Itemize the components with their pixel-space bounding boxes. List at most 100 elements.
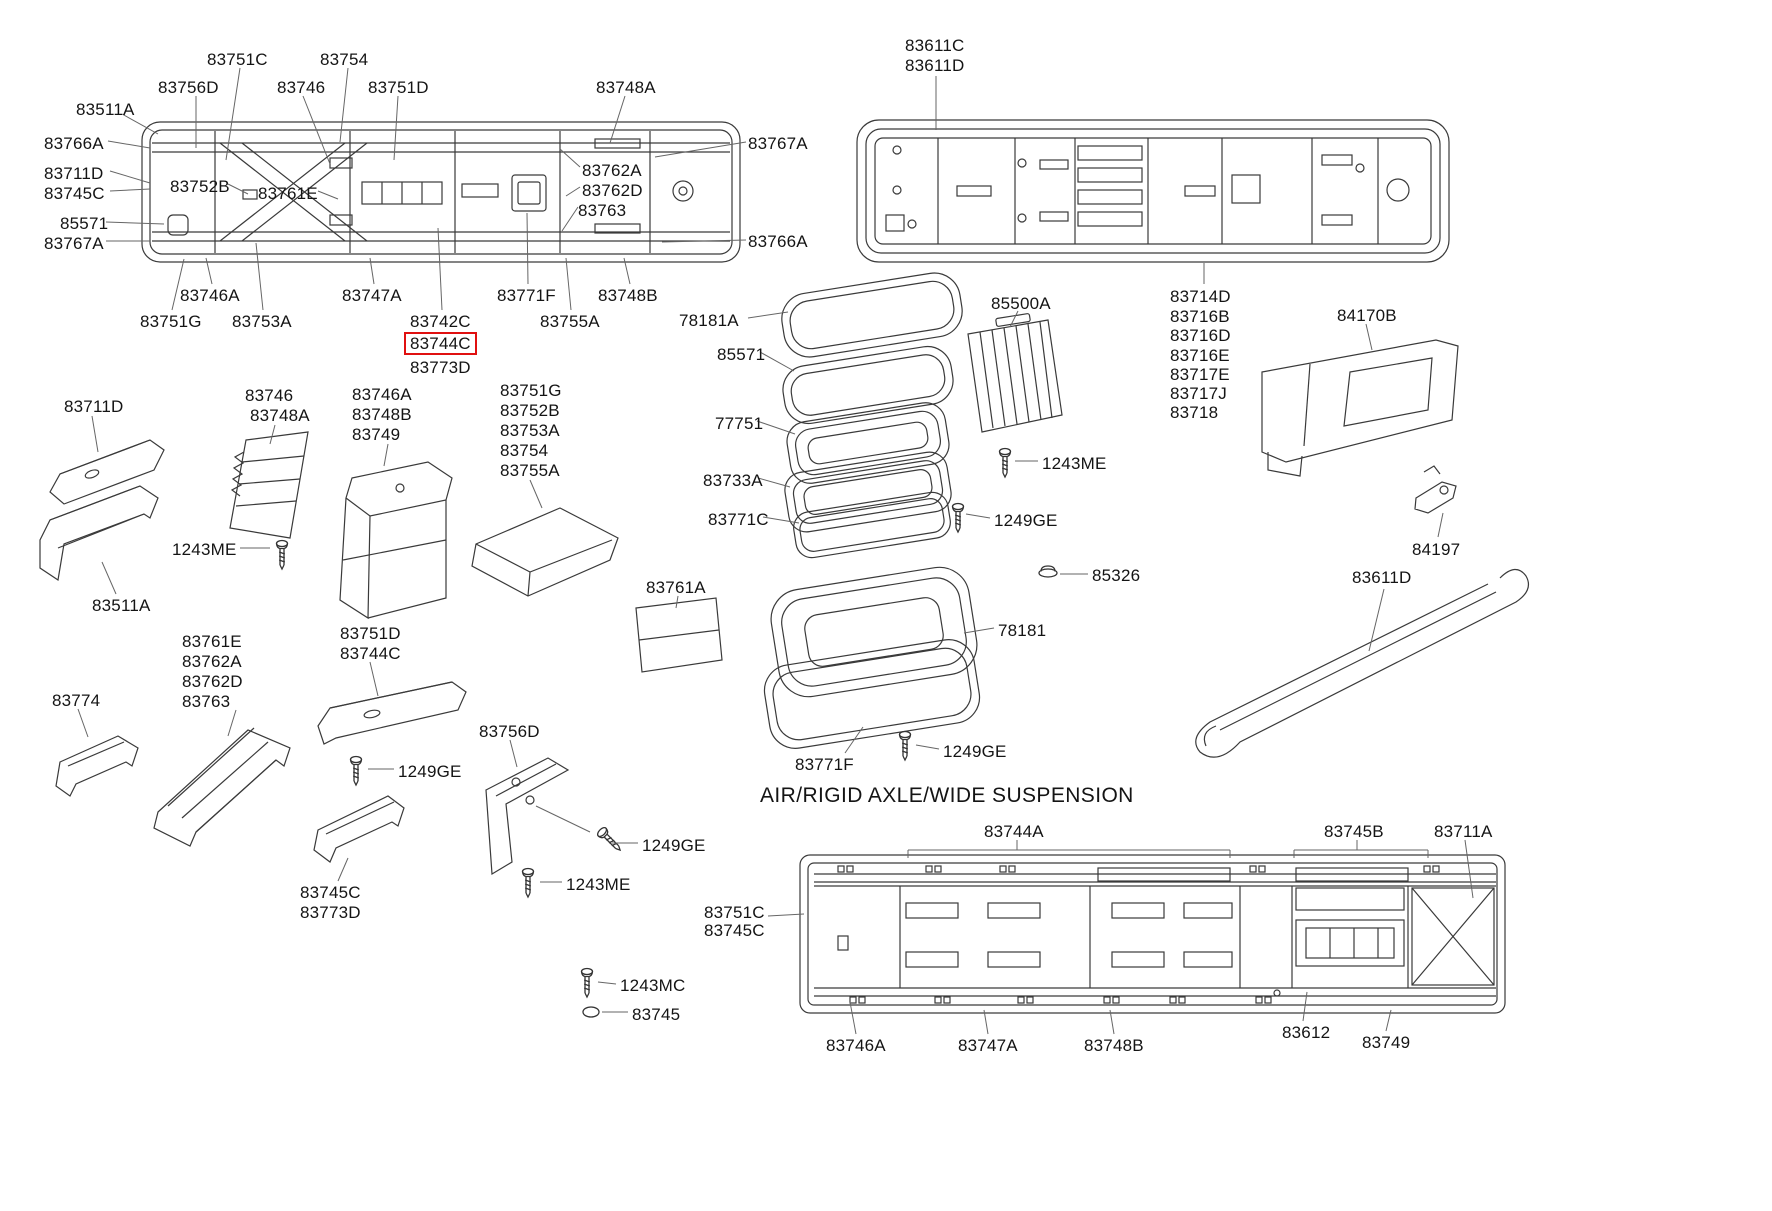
part-label: 83711D xyxy=(44,164,104,183)
part-label: 83748B xyxy=(598,286,658,305)
part-label: 83753A xyxy=(500,421,560,440)
part-label: 1249GE xyxy=(398,762,462,781)
part-label: 83749 xyxy=(1362,1033,1411,1052)
section-title: AIR/RIGID AXLE/WIDE SUSPENSION xyxy=(760,784,1134,807)
part-label: 83716B xyxy=(1170,307,1230,326)
part-label-highlighted: 83744C xyxy=(404,332,477,355)
part-label: 77751 xyxy=(715,414,764,433)
sunroof-glass-77751-drawing xyxy=(786,402,950,484)
part-label: 83746A xyxy=(826,1036,886,1055)
channel-83774-drawing xyxy=(55,735,139,797)
sunshade-85500A-drawing xyxy=(967,313,1063,433)
sunroof-gasket-83771C-drawing xyxy=(793,491,951,559)
part-label: 83773D xyxy=(300,903,361,922)
part-label: 83718 xyxy=(1170,403,1219,422)
part-label: 83751D xyxy=(340,624,401,643)
part-label: 83763 xyxy=(182,692,231,711)
part-label: 1243ME xyxy=(1042,454,1107,473)
part-label: 83761E xyxy=(258,184,318,203)
part-label: 83753A xyxy=(232,312,292,331)
fastener-icons xyxy=(275,447,1058,1018)
part-label: 83611D xyxy=(1352,568,1412,587)
part-label: 83748A xyxy=(250,406,310,425)
part-label: 83762D xyxy=(182,672,243,691)
part-label: 83751C xyxy=(207,50,268,69)
part-label: 83761A xyxy=(646,578,706,597)
part-label: 83762A xyxy=(582,161,642,180)
part-label: 83755A xyxy=(540,312,600,331)
part-label: 83774 xyxy=(52,691,101,710)
part-label: 83733A xyxy=(703,471,763,490)
part-label: 85500A xyxy=(991,294,1051,313)
part-label: 1249GE xyxy=(943,742,1007,761)
part-label: 83771F xyxy=(795,755,854,774)
part-label: 83744A xyxy=(984,822,1044,841)
channel-83745C-83773D-drawing xyxy=(313,795,405,863)
part-label: 1243ME xyxy=(566,875,631,894)
part-label: 84170B xyxy=(1337,306,1397,325)
part-label: 83717E xyxy=(1170,365,1230,384)
part-label: 83745B xyxy=(1324,822,1384,841)
part-label: 1243ME xyxy=(172,540,237,559)
channel-83761E-group-drawing xyxy=(153,727,291,847)
roof-rear-panel-drawing xyxy=(856,119,1450,263)
part-label: 83711A xyxy=(1434,822,1493,841)
part-label: 83511A xyxy=(92,596,151,615)
latch-84197-drawing xyxy=(1414,465,1457,514)
channel-83756D-drawing xyxy=(485,757,570,876)
part-label: 83745 xyxy=(632,1005,681,1024)
part-label: 83745C xyxy=(44,184,105,203)
part-label: 83747A xyxy=(342,286,402,305)
part-label: 83611D xyxy=(905,56,965,75)
roof-header-panel-drawing xyxy=(141,121,741,263)
part-label: 83771C xyxy=(708,510,769,529)
part-label: 83751D xyxy=(368,78,429,97)
part-label: 83762A xyxy=(182,652,242,671)
sticker-83761A-drawing xyxy=(635,597,723,673)
part-label: 83711D xyxy=(64,397,124,416)
part-label: 83745C xyxy=(300,883,361,902)
part-label: 83511A xyxy=(76,100,135,119)
part-label: 83748A xyxy=(596,78,656,97)
part-label: 83761E xyxy=(182,632,242,651)
part-label: 83763 xyxy=(578,201,627,220)
part-label: 83755A xyxy=(500,461,560,480)
part-label: 83746 xyxy=(277,78,326,97)
part-label: 83714D xyxy=(1170,287,1231,306)
part-label: 83752B xyxy=(500,401,560,420)
sunroof-seal-85571-drawing xyxy=(782,345,954,425)
part-label: 83747A xyxy=(958,1036,1018,1055)
part-label: 78181 xyxy=(998,621,1047,640)
part-label: 83717J xyxy=(1170,384,1227,403)
part-label: 83773D xyxy=(410,358,471,377)
part-label: 83742C xyxy=(410,312,471,331)
sunroof-frame-83733A-drawing xyxy=(784,451,952,533)
strip-83751D-83744C-drawing xyxy=(317,681,467,745)
sunroof-gasket-83771F-drawing xyxy=(763,639,981,749)
part-label: 83748B xyxy=(352,405,412,424)
part-label: 83767A xyxy=(748,134,808,153)
part-label: 83746 xyxy=(245,386,294,405)
part-label: 83754 xyxy=(500,441,549,460)
part-label: 83754 xyxy=(320,50,369,69)
sunroof-seal-78181A-drawing xyxy=(781,272,963,358)
part-label: 1249GE xyxy=(642,836,706,855)
molding-83711D-drawing xyxy=(49,439,165,505)
part-label: 1249GE xyxy=(994,511,1058,530)
part-label: 83751G xyxy=(140,312,202,331)
part-label: 83756D xyxy=(158,78,219,97)
sunroof-frame-78181-drawing xyxy=(770,566,978,698)
part-label: 83751C xyxy=(704,903,765,922)
part-label: 85326 xyxy=(1092,566,1141,585)
side-rail-83611D-drawing xyxy=(1195,568,1529,758)
part-label: 85571 xyxy=(60,214,109,233)
part-label: 83612 xyxy=(1282,1023,1331,1042)
part-label: 78181A xyxy=(679,311,739,330)
part-label: 83752B xyxy=(170,177,230,196)
leader-lines xyxy=(77,67,1474,1035)
part-label: 83716E xyxy=(1170,346,1230,365)
bezel-84170B-drawing xyxy=(1261,339,1459,477)
suspension-panel-drawing xyxy=(799,854,1506,1014)
